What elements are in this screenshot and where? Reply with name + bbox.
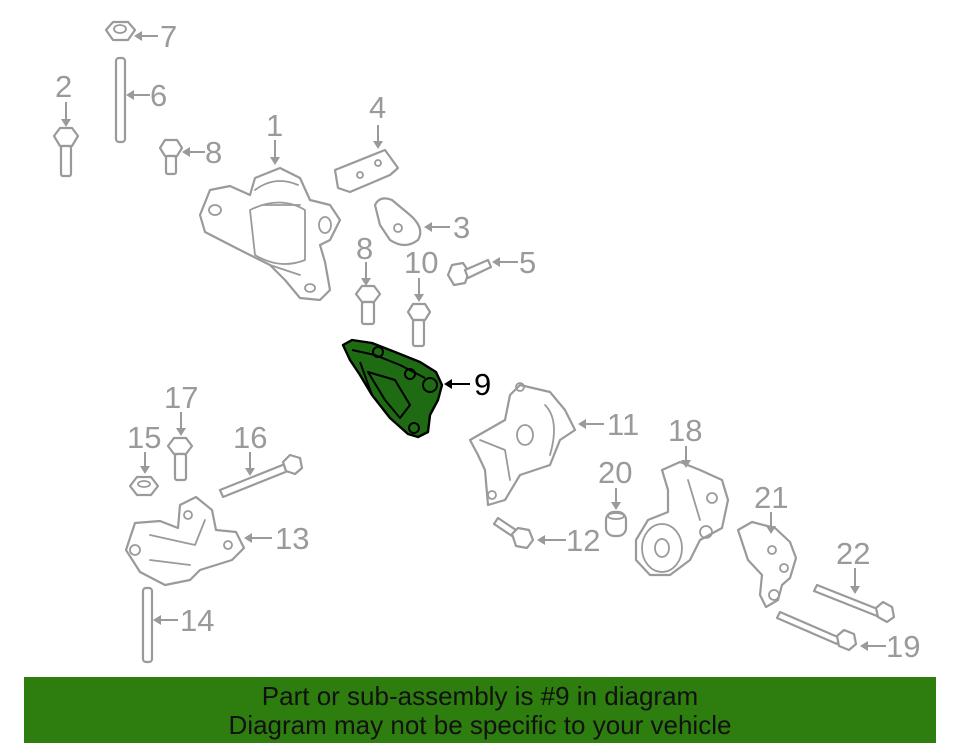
callout-15-number: 15 [127,420,161,455]
callout-1: 1 [266,108,283,165]
parts-diagram: 7 6 2 8 1 [52,19,920,664]
part-19-long-bolt[interactable] [775,610,858,652]
callout-3: 3 [424,210,470,245]
notice-line-part: Part or sub-assembly is #9 in diagram [261,681,699,711]
callout-2-number: 2 [55,69,72,104]
callout-12: 12 [537,523,600,558]
callout-1-number: 1 [266,108,283,143]
callout-7-number: 7 [160,19,177,54]
part-13-lower-bracket[interactable] [124,495,246,587]
part-15-nut[interactable] [128,475,160,497]
callout-11: 11 [578,407,639,442]
part-20-bushing[interactable] [604,510,628,538]
part-6-stud[interactable] [114,56,127,144]
callout-5-number: 5 [519,245,536,280]
callout-11-number: 11 [607,407,639,442]
callout-4-number: 4 [369,90,386,125]
callout-8-middle: 8 [356,231,373,286]
callout-15: 15 [127,420,161,474]
callout-21: 21 [754,480,788,534]
part-5-bolt[interactable] [446,258,493,287]
callout-21-number: 21 [754,480,788,515]
part-8-bolt-upper[interactable] [158,138,184,176]
callout-9: 9 [444,367,491,402]
callout-20: 20 [598,455,632,510]
part-11-rear-mount[interactable] [468,382,577,507]
callout-12-number: 12 [566,523,600,558]
callout-7: 7 [134,19,177,54]
part-22-long-bolt[interactable] [812,583,896,624]
callout-8-upper-number: 8 [205,135,222,170]
callout-2: 2 [55,69,72,127]
callout-3-number: 3 [453,210,470,245]
part-16-long-bolt[interactable] [218,453,304,499]
part-9-mount-bracket-highlighted[interactable] [341,338,444,439]
callout-18: 18 [668,413,702,468]
callout-20-number: 20 [598,455,632,490]
part-4-bracket-plate[interactable] [333,148,400,194]
callout-4: 4 [369,90,386,149]
callout-13: 13 [244,521,309,556]
callout-22-number: 22 [836,536,870,571]
callout-13-number: 13 [275,521,309,556]
part-1-engine-mount[interactable] [198,166,342,302]
part-14-stud[interactable] [141,586,154,664]
callout-17: 17 [164,380,198,436]
callout-19-number: 19 [886,629,920,664]
part-3-small-bracket[interactable] [373,197,422,247]
part-21-bracket[interactable] [736,520,798,609]
callout-9-number: 9 [474,367,491,402]
callout-10: 10 [404,245,438,302]
callout-10-number: 10 [404,245,438,280]
part-18-roll-restrictor[interactable] [634,460,730,577]
part-12-bolt[interactable] [492,516,535,550]
callout-8-middle-number: 8 [356,231,373,266]
callout-19: 19 [860,629,920,664]
part-7-nut[interactable] [104,20,137,42]
callout-6: 6 [126,78,167,113]
part-2-bolt[interactable] [52,126,80,178]
callout-14: 14 [153,603,214,638]
notice-line-disclaimer: Diagram may not be specific to your vehi… [228,710,732,740]
callout-16-number: 16 [233,420,267,455]
callout-16: 16 [233,420,267,476]
part-17-bolt[interactable] [166,436,194,482]
part-8-bolt-middle[interactable] [354,284,382,326]
callout-14-number: 14 [180,603,214,638]
callout-6-number: 6 [150,78,167,113]
callout-8-upper: 8 [182,135,222,170]
callout-22: 22 [836,536,870,594]
callout-5: 5 [492,245,536,280]
callout-18-number: 18 [668,413,702,448]
part-10-bolt[interactable] [406,302,432,348]
notice-banner: Part or sub-assembly is #9 in diagram Di… [24,677,936,743]
callout-17-number: 17 [164,380,198,415]
